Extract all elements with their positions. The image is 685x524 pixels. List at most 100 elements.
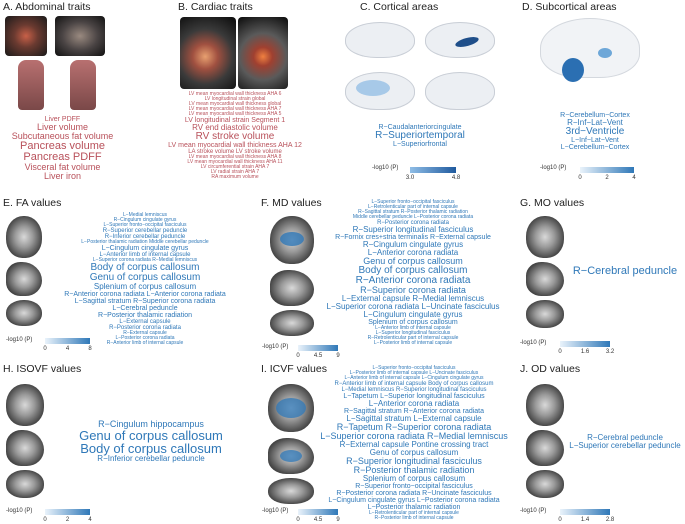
word-a-3: Pancreas volume [20, 140, 105, 152]
word-f-18: L−Superior longitudinal fasciculus [375, 330, 451, 336]
tick-g-1: 1.6 [580, 349, 590, 355]
word-e-5: L−Posterior thalamic radiation Middle ce… [81, 239, 209, 245]
word-f-2: R−Sagittal stratum R−Posterior thalamic … [358, 209, 468, 215]
word-b-1: LV longitudinal strain global [204, 96, 266, 102]
word-e-15: R−Posterior thalamic radiation [98, 312, 192, 319]
word-i-11: R−External capsule Pontine crossing trac… [339, 440, 489, 449]
word-b-5: LV longitudinal strain Segment 1 [184, 117, 286, 124]
word-f-20: L−Posterior limb of internal capsule [373, 340, 453, 346]
word-b-10: LV mean myocardial wall thickness AHA 8 [188, 154, 282, 160]
subcortical-highlight-region-2 [598, 48, 612, 58]
word-e-4: R−Inferior cerebellar peduncle [104, 234, 186, 240]
panel-a-title: A. Abdominal traits [3, 1, 91, 13]
word-b-3: LV mean myocardial wall thickness AHA 7 [188, 106, 282, 112]
panel-i-scale-label: -log10 (P) [262, 508, 289, 514]
tick-g-0: 0 [558, 349, 562, 355]
word-i-5: L−Tapetum L−Superior longitudinal fascic… [343, 393, 485, 400]
panel-i-colorbar [298, 509, 338, 515]
tick-e-0: 0 [43, 346, 47, 352]
cortex-highlight-region-2 [356, 80, 390, 96]
isovf-coronal-mri-image [6, 470, 44, 498]
word-a-5: Visceral fat volume [24, 162, 101, 172]
tick-i-2: 9 [336, 517, 340, 523]
panel-e-colorbar [45, 338, 90, 344]
tick-f-0: 0 [296, 353, 300, 359]
od-coronal-mri-image [526, 470, 564, 498]
mo-coronal-mri-image [526, 300, 564, 328]
word-b-11: LV mean myocardial wall thickness AHA 11 [187, 159, 283, 165]
panel-f-scale-label: -log10 (P) [262, 344, 289, 350]
panel-g-colorbar [560, 341, 610, 347]
word-f-10: Body of corpus callosum [358, 265, 468, 276]
word-b-12: LV circumferential strain AHA 7 [200, 164, 270, 170]
word-d-2: 3rd−Ventricle [565, 126, 625, 137]
word-i-14: R−Posterior thalamic radiation [353, 465, 475, 475]
word-i-13: R−Superior longitudinal fasciculus [346, 456, 482, 466]
panel-h-scale-label: -log10 (P) [6, 508, 33, 514]
panel-g-scale-label: -log10 (P) [520, 340, 547, 346]
word-i-15: Splenium of corpus callosum [362, 474, 466, 483]
tick-h-0: 0 [43, 517, 47, 523]
panel-j-colorbar [560, 509, 610, 515]
panel-c-colorbar [410, 167, 456, 173]
panel-d-title: D. Subcortical areas [522, 1, 617, 13]
mo-axial-mri-image [526, 216, 564, 258]
word-d-0: R−Cerebellum−Cortex [560, 112, 630, 119]
tick-e-2: 8 [88, 346, 92, 352]
word-i-3: R−Anterior limb of internal capsule Body… [334, 381, 494, 387]
panel-c-scale-label: -log10 (P) [372, 165, 399, 171]
word-b-14: RA maximum volume [211, 174, 259, 180]
panel-f-colorbar [298, 345, 338, 351]
word-e-13: L−Sagittal stratum R−Superior corona rad… [74, 298, 216, 305]
subcortical-highlight-region [562, 58, 584, 82]
word-i-4: L−Medial lemniscus R−Superior longitudin… [341, 387, 487, 393]
word-j-1: L−Superior cerebellar peduncle [569, 441, 681, 450]
word-i-16: R−Superior fronto−occipital fasciculus [355, 483, 473, 490]
subcortical-brain-image [540, 18, 640, 78]
tick-d-0: 0 [578, 175, 582, 181]
panel-g-wordcloud: R−Cerebral peduncle [566, 266, 684, 277]
word-a-0: Liver PDFF [44, 116, 81, 123]
word-h-0: R−Cingulum hippocampus [98, 419, 204, 429]
od-axial-mri-image [526, 384, 564, 426]
word-f-13: L−External capsule R−Medial lemniscus [341, 294, 485, 303]
isovf-sagittal-mri-image [6, 430, 44, 466]
fa-sagittal-mri-image [6, 262, 42, 296]
panel-i-title: I. ICVF values [261, 363, 327, 375]
word-e-16: L−External capsule [119, 319, 171, 325]
word-b-0: LV mean myocardial wall thickness AHA 6 [188, 91, 282, 97]
tick-h-2: 4 [88, 517, 92, 523]
word-f-17: L−Anterior limb of internal capsule [375, 325, 451, 331]
word-f-6: R−Fornix cres+stria terminalis R−Externa… [335, 234, 491, 241]
md-highlight-region [280, 232, 304, 246]
body-silhouette-image [18, 60, 44, 110]
word-e-12: R−Anterior corona radiata L−Anterior cor… [64, 291, 226, 298]
word-i-10: L−Superior corona radiata R−Medial lemni… [320, 431, 508, 441]
word-i-12: Genu of corpus callosum [369, 448, 459, 457]
word-i-6: L−Anterior corona radiata [368, 399, 460, 408]
tick-j-1: 1.4 [580, 517, 590, 523]
word-d-1: R−Inf−Lat−Vent [567, 118, 623, 127]
panel-j-title: J. OD values [520, 363, 581, 375]
word-c-2: L−Superiorfrontal [393, 141, 447, 148]
word-f-3: Middle cerebellar peduncle L−Posterior c… [352, 214, 474, 220]
word-e-8: L−Superior corona radiata R−Medial lemni… [92, 257, 198, 263]
tick-d-2: 4 [632, 175, 636, 181]
word-f-0: L−Superior fronto−occipital fasciculus [371, 199, 455, 205]
isovf-axial-mri-image [6, 384, 44, 426]
word-h-1: Genu of corpus callosum [79, 428, 223, 443]
word-f-8: L−Anterior corona radiata [367, 248, 459, 257]
panel-e-title: E. FA values [3, 197, 62, 209]
word-e-14: L−Cerebral peduncle [112, 305, 178, 312]
tick-j-0: 0 [558, 517, 562, 523]
tick-c-1: 4.8 [451, 175, 461, 181]
word-b-8: LV mean myocardial wall thickness AHA 12 [168, 142, 302, 149]
word-c-0: R−Caudalanteriorcingulate [378, 124, 462, 131]
word-b-2: LV mean myocardial wall thickness global [188, 101, 282, 107]
